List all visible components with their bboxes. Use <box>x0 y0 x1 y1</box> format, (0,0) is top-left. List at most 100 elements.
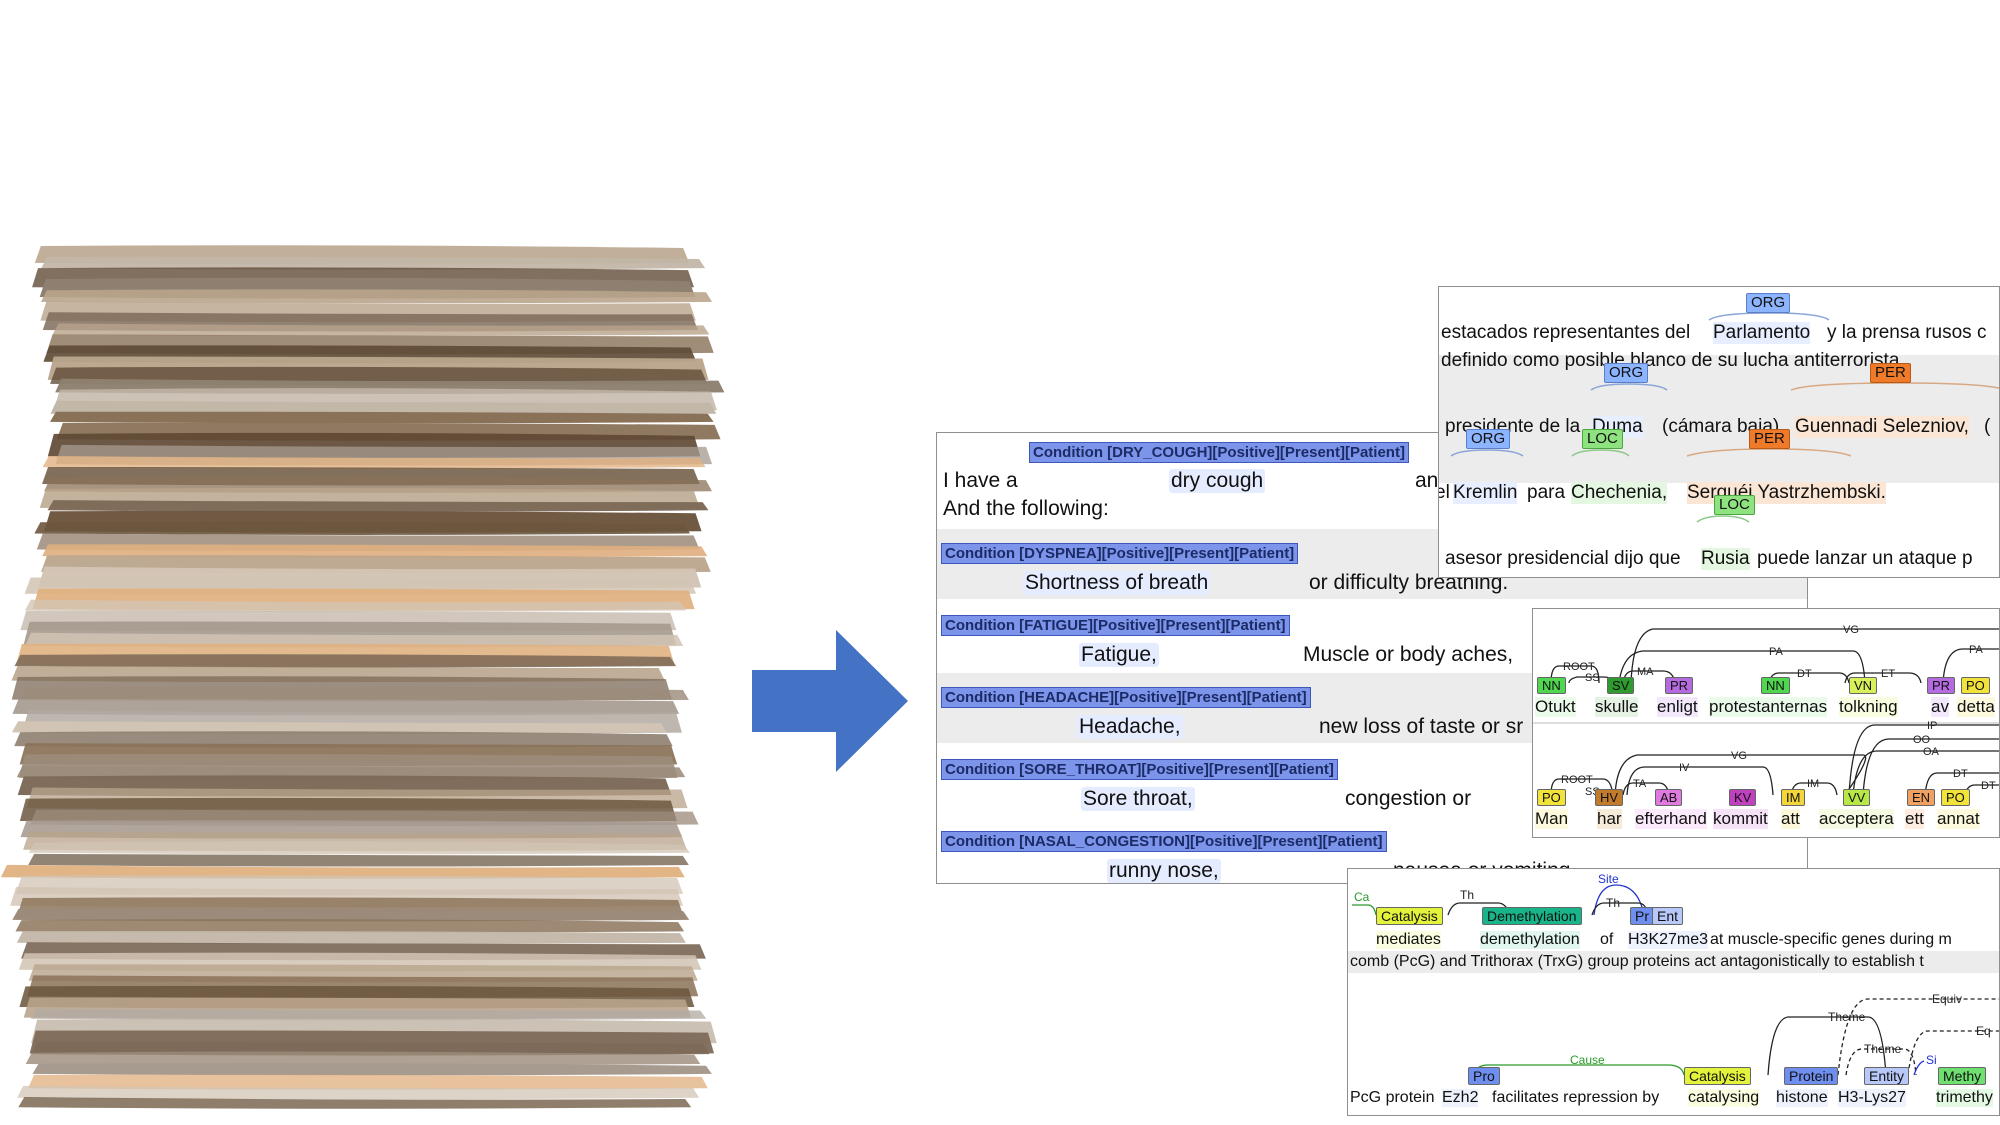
dep-arc-label: DT <box>1981 780 1996 792</box>
dep-arc-label: VG <box>1843 624 1859 636</box>
dep-word: har <box>1597 809 1622 829</box>
bio-text: at muscle-specific genes during m <box>1710 931 1952 948</box>
ner-entity-kremlin: Kremlin <box>1453 482 1518 504</box>
ner-text: puede lanzar un ataque p <box>1757 548 1973 569</box>
pos-tag: PR <box>1927 677 1956 694</box>
ner-tag-org: ORG <box>1466 429 1511 449</box>
bio-arc-label: Eq <box>1976 1024 1991 1038</box>
clinical-span-dyspnea: Shortness of breath <box>1023 571 1211 595</box>
bio-arc-label: Theme <box>1864 1042 1902 1056</box>
bio-trigger-catalysing: catalysing <box>1688 1089 1760 1107</box>
dep-arc-label: PA <box>1969 644 1984 656</box>
bio-tag-entity: Ent <box>1652 907 1684 925</box>
dep-word: efterhand <box>1635 809 1707 829</box>
clinical-span-dry-cough: dry cough <box>1169 469 1266 493</box>
bio-text: facilitates repression by <box>1492 1089 1660 1106</box>
dep-word: av <box>1931 697 1949 717</box>
dep-word: acceptera <box>1819 809 1894 829</box>
dep-arc-label: ROOT <box>1561 774 1593 786</box>
bio-arc-label: Equiv <box>1932 992 1962 1006</box>
clinical-text: new loss of taste or sr <box>1319 715 1524 738</box>
bio-arc-label: Ca <box>1354 890 1370 904</box>
bio-arc-label: Th <box>1606 896 1620 910</box>
clinical-text: Muscle or body aches, <box>1303 643 1514 666</box>
right-arrow-icon <box>752 630 908 772</box>
dep-word: enligt <box>1657 697 1698 717</box>
dep-arc-label: TA <box>1633 778 1647 790</box>
clinical-text: an <box>1415 469 1439 492</box>
clinical-span-headache: Headache, <box>1077 715 1183 739</box>
clinical-text: And the following: <box>943 497 1109 520</box>
pos-tag: HV <box>1595 789 1624 806</box>
ner-tag-org: ORG <box>1604 363 1649 383</box>
bio-entity-histone: histone <box>1776 1089 1828 1107</box>
pos-tag: AB <box>1655 789 1683 806</box>
pos-tag: IM <box>1781 789 1806 806</box>
bio-tag-protein: Pr <box>1630 907 1654 925</box>
bio-entity-h3k27me3: H3K27me3 <box>1628 931 1709 949</box>
dep-word: Man <box>1535 809 1569 829</box>
ner-tag-loc: LOC <box>1714 495 1755 515</box>
condition-tag-sore-throat: Condition [SORE_THROAT][Positive][Presen… <box>941 759 1338 780</box>
condition-tag-fatigue: Condition [FATIGUE][Positive][Present][P… <box>941 615 1290 636</box>
dependency-parse-panel: ROOT SS MA PA DT VG ET PA ROOT SS TA IV … <box>1532 608 2000 838</box>
dep-arc-label: DT <box>1953 768 1968 780</box>
dep-arc-label: ROOT <box>1563 661 1595 673</box>
ner-tag-org: ORG <box>1746 293 1791 313</box>
pos-tag: PR <box>1665 677 1694 694</box>
bio-entity-h3-lys27: H3-Lys27 <box>1838 1089 1906 1107</box>
dep-arc-label: PA <box>1769 646 1784 658</box>
bio-text: comb (PcG) and Trithorax (TrxG) group pr… <box>1350 953 1924 970</box>
bio-arc-label: Site <box>1598 872 1619 886</box>
condition-tag-nasal-congestion: Condition [NASAL_CONGESTION][Positive][P… <box>941 831 1387 852</box>
pos-tag: PO <box>1537 789 1566 806</box>
ner-tag-per: PER <box>1870 363 1911 383</box>
clinical-text: congestion or <box>1345 787 1472 810</box>
pos-tag: SV <box>1607 677 1635 694</box>
clinical-span-runny-nose: runny nose, <box>1107 859 1221 883</box>
dep-word: tolkning <box>1839 697 1898 717</box>
ner-annotation-panel: ORG estacados representantes del Parlame… <box>1438 286 2000 578</box>
dep-arc-label: OA <box>1923 746 1940 758</box>
clinical-span-fatigue: Fatigue, <box>1079 643 1159 667</box>
bio-tag-catalysis: Catalysis <box>1684 1067 1751 1085</box>
condition-tag-headache: Condition [HEADACHE][Positive][Present][… <box>941 687 1311 708</box>
dep-arc-label: DT <box>1797 668 1812 680</box>
bio-tag-demethylation: Demethylation <box>1482 907 1582 925</box>
dep-arc-label: IP <box>1927 720 1937 732</box>
ner-span-brackets <box>1450 312 1999 523</box>
bio-trigger-mediates: mediates <box>1376 931 1441 949</box>
bio-tag-protein: Pro <box>1468 1067 1500 1085</box>
dep-word: detta <box>1957 697 1995 717</box>
dep-word: kommit <box>1713 809 1768 829</box>
clinical-span-sore-throat: Sore throat, <box>1081 787 1195 811</box>
bio-arc-label: Cause <box>1570 1053 1605 1067</box>
bio-event-panel: Ca Th Site Th Cause Theme Theme Equiv Eq… <box>1347 868 2000 1116</box>
bio-trigger-trimethylation: trimethy <box>1936 1089 1993 1107</box>
bio-arc-label: Th <box>1460 888 1474 902</box>
dep-arc-label: IV <box>1679 762 1690 774</box>
pos-tag: NN <box>1537 677 1566 694</box>
dep-word: protestanternas <box>1709 697 1828 717</box>
pos-tag: VV <box>1843 789 1871 806</box>
dep-arc-label: VG <box>1731 750 1747 762</box>
bio-arc-label: Si <box>1926 1053 1937 1067</box>
dep-arc-label: MA <box>1637 666 1654 678</box>
ner-text: el <box>1439 482 1450 503</box>
pos-tag: PO <box>1941 789 1970 806</box>
pos-tag: EN <box>1907 789 1936 806</box>
pos-tag: KV <box>1729 789 1757 806</box>
pos-tag: PO <box>1961 677 1990 694</box>
bio-tag-catalysis: Catalysis <box>1376 907 1443 925</box>
bio-trigger-demethylation: demethylation <box>1480 931 1580 949</box>
dep-word: Otukt <box>1535 697 1576 717</box>
bio-tag-protein: Protein <box>1784 1067 1839 1085</box>
bio-entity-ezh2: Ezh2 <box>1442 1089 1479 1107</box>
dep-word: annat <box>1937 809 1980 829</box>
dep-word: ett <box>1905 809 1924 829</box>
ner-text: y la prensa rusos c <box>1827 322 1987 343</box>
pos-tag: NN <box>1761 677 1790 694</box>
ner-tag-loc: LOC <box>1582 429 1623 449</box>
ner-entity-rusia: Rusia <box>1701 548 1750 570</box>
ner-entity-parlamento: Parlamento <box>1713 322 1811 344</box>
